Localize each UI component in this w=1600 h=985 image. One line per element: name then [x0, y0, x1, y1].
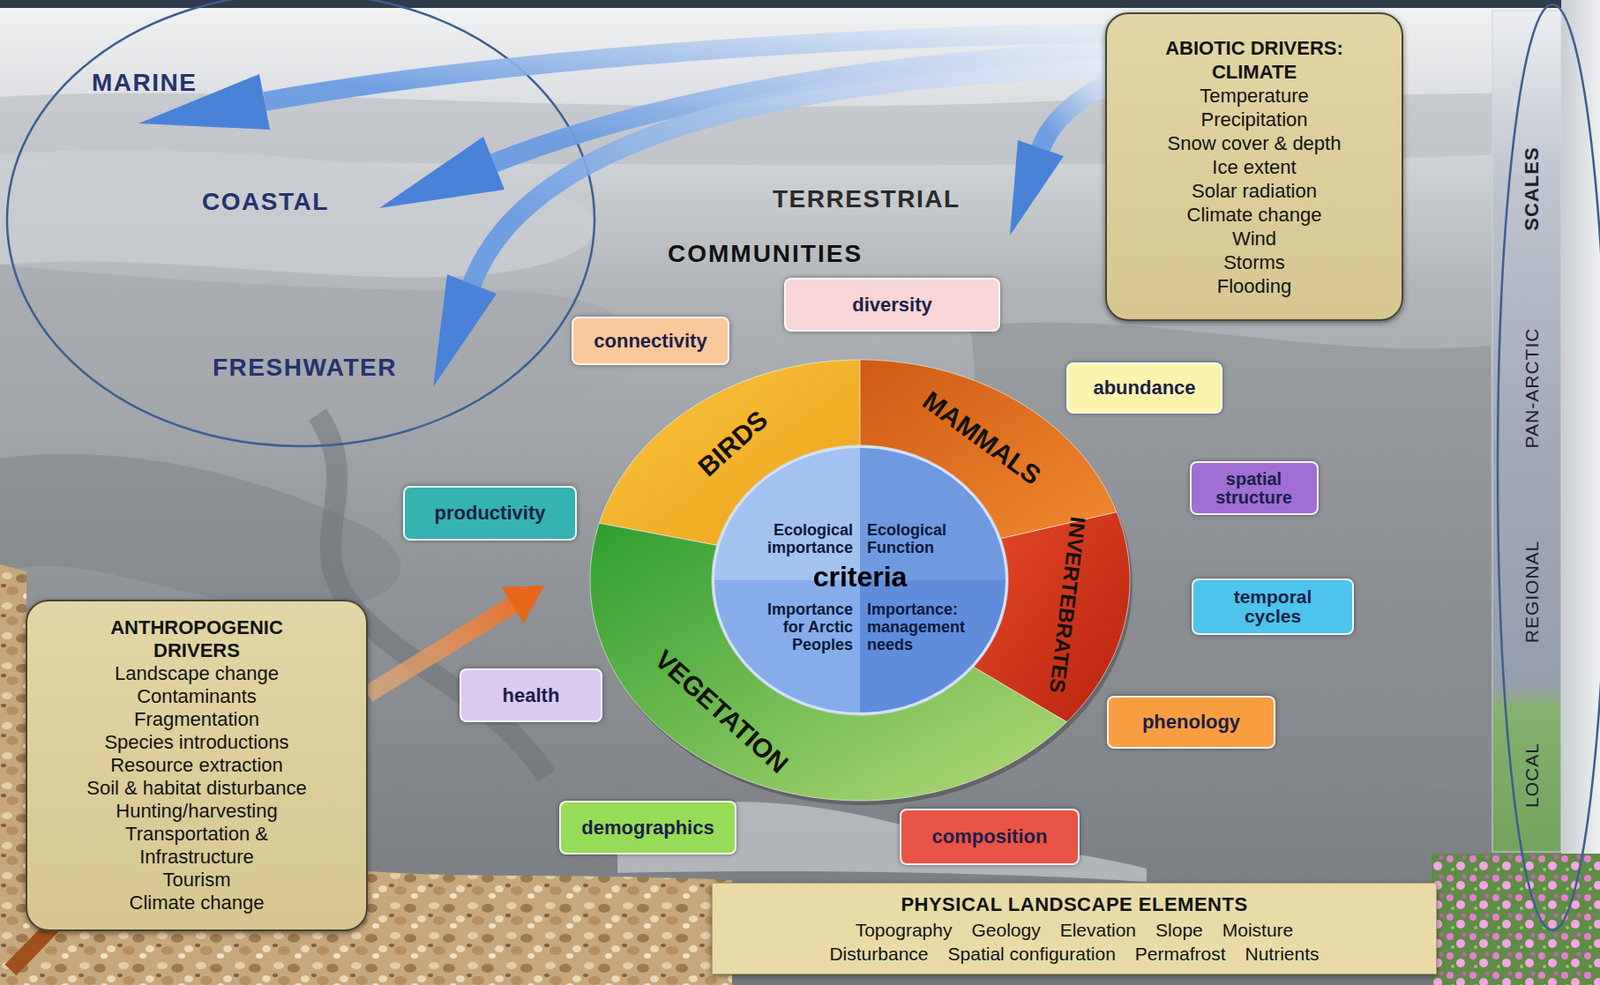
attribute-box: connectivity [571, 316, 730, 366]
landscape-item: Topography [855, 918, 953, 943]
driver-item: Storms [1223, 250, 1286, 275]
criteria-quadrant [713, 447, 861, 582]
driver-item: Landscape change [114, 662, 279, 686]
attribute-label: demographics [581, 817, 714, 838]
arrow-head [379, 136, 505, 209]
driver-heading: ANTHROPOGENIC DRIVERS [73, 616, 321, 663]
attribute-box: spatial structure [1189, 461, 1319, 516]
attribute-box: diversity [784, 277, 1001, 332]
landscape-heading: PHYSICAL LANDSCAPE ELEMENTS [721, 891, 1428, 919]
criteria-label: Importance: management needs [867, 600, 972, 654]
driver-item: Hunting/harvesting [115, 800, 277, 823]
driver-item: Ice extent [1211, 155, 1296, 180]
driver-item: Snow cover & depth [1167, 131, 1342, 156]
climate-arrow [1009, 81, 1116, 236]
scale-oval [1497, 4, 1600, 931]
scale-label: PAN-ARCTIC [1521, 328, 1542, 449]
attribute-label: productivity [434, 502, 546, 524]
realm-label: MARINE [91, 69, 197, 98]
driver-item: Climate change [1187, 202, 1323, 227]
driver-box: ANTHROPOGENIC DRIVERSLandscape changeCon… [25, 599, 368, 932]
attribute-label: abundance [1092, 377, 1196, 398]
attribute-label: spatial structure [1201, 470, 1308, 508]
driver-item: Flooding [1217, 274, 1292, 299]
attribute-label: connectivity [593, 330, 707, 352]
arrow-head [433, 274, 497, 388]
flower-ground [1431, 853, 1600, 985]
taxon-wheel: BIRDSMAMMALSINVERTEBRATESVEGETATIONEcolo… [589, 358, 1131, 802]
attribute-box: phenology [1106, 695, 1276, 749]
realm-label: FRESHWATER [212, 354, 397, 382]
realm-label: COASTAL [201, 188, 329, 217]
driver-item: Temperature [1199, 83, 1309, 108]
landscape-item: Elevation [1060, 918, 1137, 943]
realm-label: TERRESTRIAL [772, 186, 961, 214]
driver-item: Resource extraction [110, 754, 284, 778]
driver-item: Contaminants [136, 685, 257, 709]
climate-arrow [433, 68, 1116, 388]
attribute-box: health [459, 668, 603, 723]
landscape-item: Moisture [1222, 918, 1294, 943]
landscape-item: Slope [1155, 918, 1204, 943]
criteria-quadrant [859, 580, 1008, 715]
scale-label: LOCAL [1521, 742, 1542, 808]
scale-label: SCALES [1521, 146, 1543, 231]
driver-item: Soil & habitat disturbance [86, 777, 307, 800]
arrow-head [501, 585, 545, 623]
landscape-item: Nutrients [1245, 942, 1320, 966]
section-label: COMMUNITIES [667, 240, 863, 269]
tundra-patch [0, 264, 638, 425]
attribute-label: health [502, 685, 561, 706]
landscape-item: Permafrost [1135, 942, 1227, 966]
attribute-box: demographics [559, 800, 737, 855]
arrow-shaft [471, 68, 1116, 285]
attribute-box: abundance [1066, 362, 1223, 414]
attribute-box: productivity [403, 485, 577, 541]
attribute-box: composition [899, 808, 1080, 866]
landscape-item: Geology [971, 918, 1040, 943]
attribute-label: diversity [852, 294, 933, 315]
top-band [0, 0, 1600, 8]
attribute-box: temporal cycles [1191, 578, 1354, 636]
scale-bar [1492, 10, 1562, 853]
criteria-label: Ecological Function [867, 521, 972, 557]
driver-item: Tourism [162, 868, 231, 892]
landscape-box: PHYSICAL LANDSCAPE ELEMENTSTopography Geo… [711, 882, 1437, 975]
criteria-label: criteria [711, 560, 1009, 593]
driver-item: Wind [1232, 226, 1277, 251]
driver-item: Fragmentation [134, 708, 260, 732]
driver-item: Solar radiation [1191, 179, 1317, 203]
criteria-quadrant [859, 447, 1008, 582]
driver-heading: ABIOTIC DRIVERS: CLIMATE [1138, 36, 1370, 84]
driver-item: Climate change [129, 891, 265, 915]
criteria-label: Importance for Arctic Peoples [760, 600, 853, 654]
arrow-head [1009, 140, 1064, 236]
driver-item: Species introductions [104, 731, 289, 755]
criteria-quadrant [713, 580, 861, 715]
attribute-label: temporal cycles [1219, 587, 1326, 627]
criteria-circle: Ecological importance Ecological Function… [711, 445, 1009, 716]
photo-edge [1561, 0, 1600, 860]
driver-item: Precipitation [1200, 107, 1308, 132]
driver-box: ABIOTIC DRIVERS: CLIMATETemperaturePreci… [1105, 12, 1404, 322]
attribute-label: composition [932, 826, 1048, 847]
attribute-label: phenology [1142, 711, 1241, 733]
landscape-item: Spatial configuration [948, 942, 1116, 966]
criteria-label: Ecological importance [760, 521, 853, 557]
driver-item: Transportation & Infrastructure [77, 822, 316, 869]
landscape-item: Disturbance [829, 942, 928, 966]
scale-label: REGIONAL [1521, 540, 1542, 644]
